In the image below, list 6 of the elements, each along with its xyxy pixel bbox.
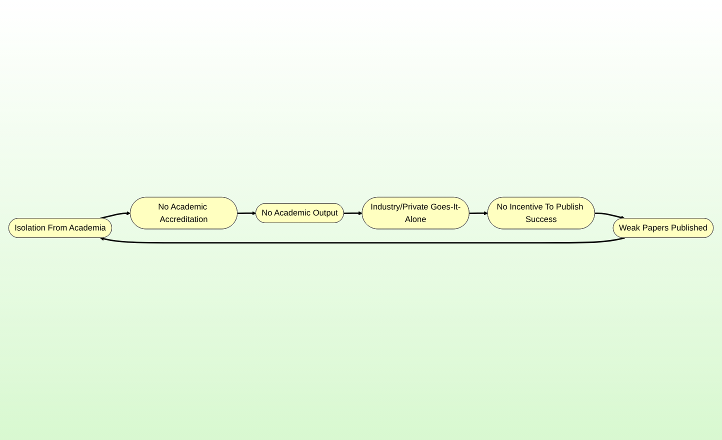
arrow: [238, 211, 256, 216]
arrow: [344, 211, 362, 216]
arrow: [594, 212, 625, 220]
arrow: [100, 236, 625, 244]
arrow: [100, 211, 131, 220]
arrow: [469, 211, 488, 216]
